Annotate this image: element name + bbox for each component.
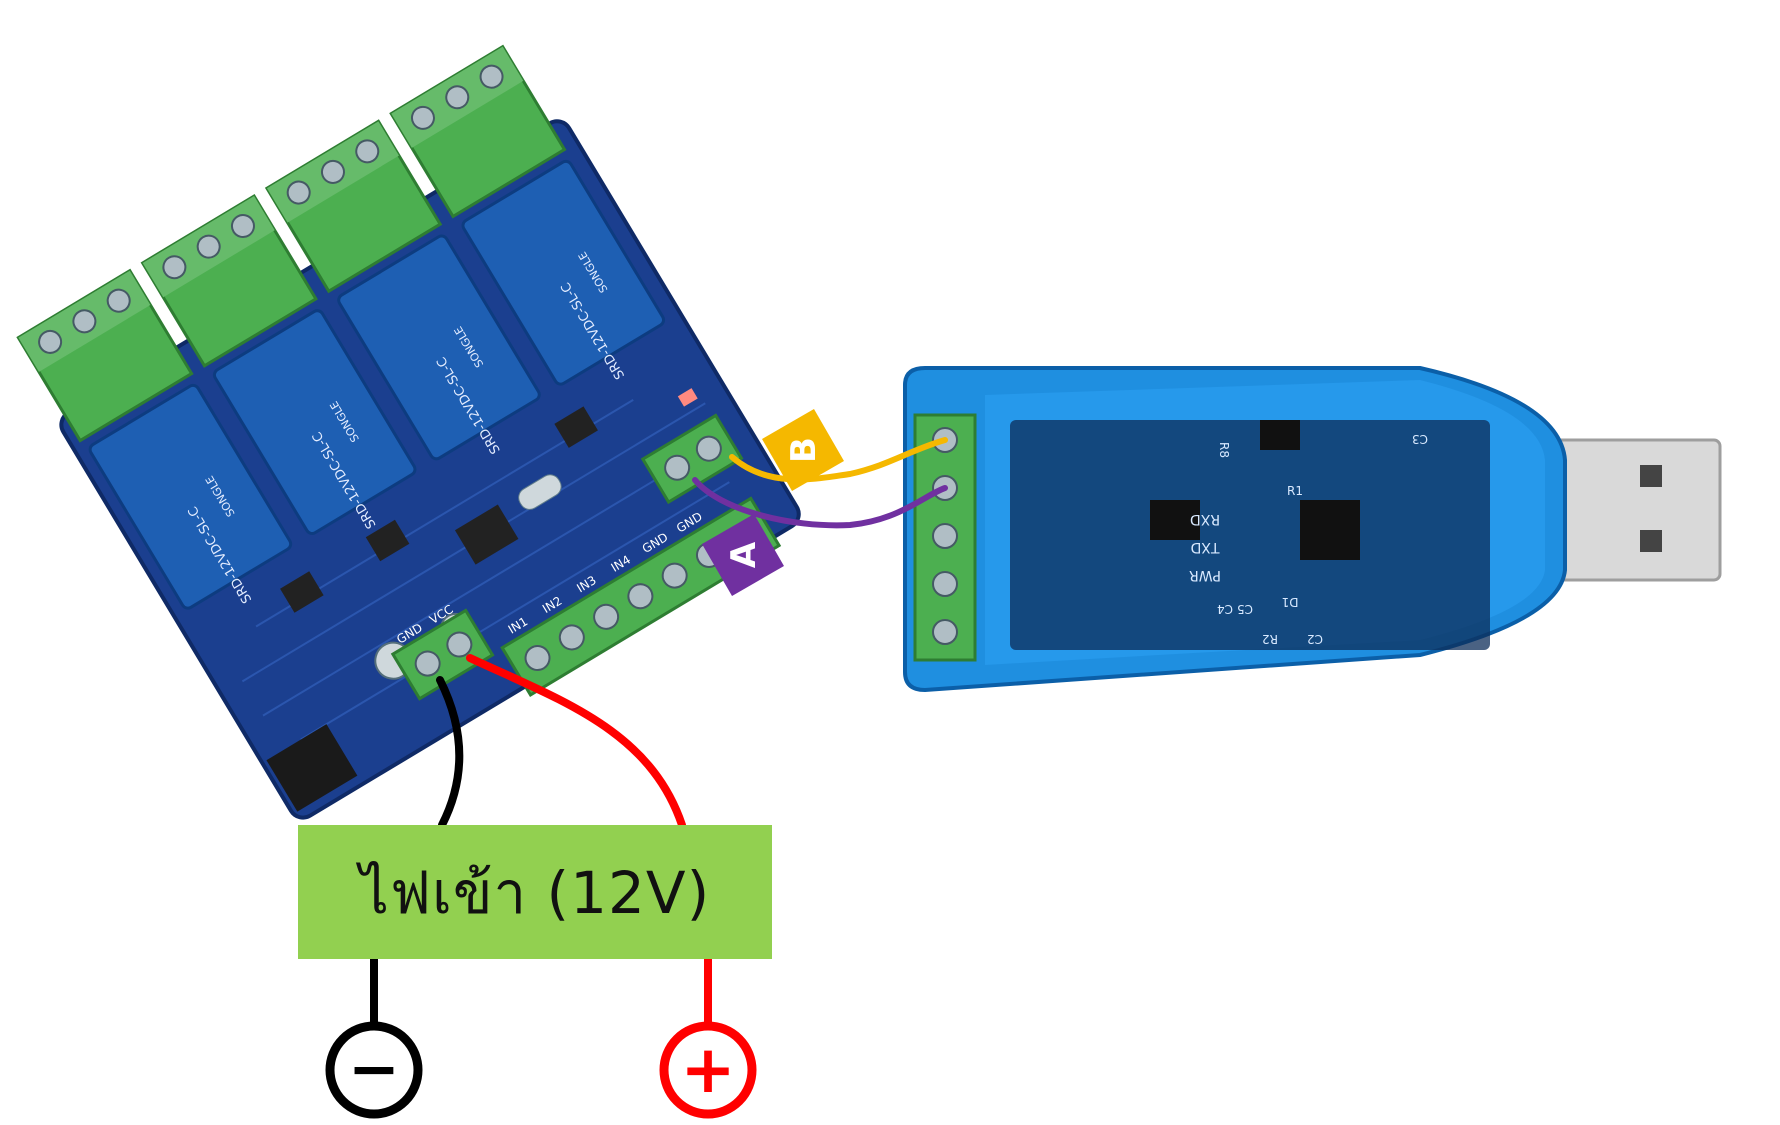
wire-positive — [466, 654, 686, 829]
converter-terminal-5 — [932, 619, 958, 645]
relay-board: SRD-12VDC-SL-C SONGLE SRD-12VDC-SL-C SON… — [16, 44, 801, 820]
microcontroller-chip — [454, 504, 519, 565]
silk-c3: C3 — [1412, 432, 1428, 446]
silk-rxd: RXD — [1190, 511, 1220, 527]
relay-1: SRD-12VDC-SL-C SONGLE — [88, 383, 293, 610]
positive-terminal-symbol: + — [659, 1021, 757, 1119]
usb-rs485-converter: RXD TXD PWR R1 R2 C2 C3 C4 C5 D1 R8 — [903, 366, 1722, 693]
output-terminal-1 — [16, 268, 194, 443]
silk-r1: R1 — [1287, 484, 1303, 498]
wire-b — [729, 437, 948, 483]
relay-4: SRD-12VDC-SL-C SONGLE — [461, 159, 666, 386]
negative-terminal-symbol: − — [325, 1021, 423, 1119]
silk-txd: TXD — [1191, 539, 1221, 555]
tag-b: B — [762, 409, 844, 491]
power-input-label: ไฟเข้า (12V) — [359, 858, 711, 927]
dc-jack — [266, 724, 358, 812]
silk-c2: C2 — [1307, 632, 1323, 646]
output-terminal-3 — [264, 119, 443, 294]
converter-terminal-3 — [932, 523, 958, 549]
tag-a: A — [702, 514, 784, 596]
relays: SRD-12VDC-SL-C SONGLE SRD-12VDC-SL-C SON… — [88, 159, 666, 610]
silk-r8: R8 — [1217, 442, 1231, 458]
relay-3: SRD-12VDC-SL-C SONGLE — [337, 234, 541, 461]
output-terminal-2 — [140, 193, 318, 368]
gnd-screw — [414, 650, 441, 677]
wire-negative — [436, 676, 464, 829]
converter-terminal-4 — [932, 571, 958, 597]
relay-2: SRD-12VDC-SL-C SONGLE — [212, 309, 417, 535]
relay-rs485-terminal — [640, 413, 744, 505]
silk-d1: D1 — [1282, 595, 1299, 609]
converter-terminal-block — [913, 413, 977, 662]
driver-chip-2 — [365, 519, 410, 562]
converter-pcb — [1010, 420, 1490, 650]
driver-chip-3 — [554, 406, 598, 448]
wire-a — [692, 477, 948, 529]
vcc-screw — [446, 631, 473, 658]
driver-chip-1 — [280, 571, 324, 613]
positive-symbol-text: + — [680, 1031, 735, 1108]
reset-button — [677, 388, 698, 407]
output-terminal-4 — [389, 44, 567, 219]
silk-c4: C4 — [1217, 602, 1233, 616]
tag-b-label: B — [784, 437, 824, 463]
power-input-box: ไฟเข้า (12V) — [298, 825, 772, 959]
silk-pwr: PWR — [1189, 567, 1221, 583]
silk-r2: R2 — [1262, 632, 1278, 646]
relay-terminal-b — [695, 435, 722, 462]
silk-c5: C5 — [1237, 602, 1253, 616]
usb-plug — [1548, 438, 1722, 582]
relay-output-terminals — [16, 44, 567, 443]
crystal — [518, 474, 562, 510]
power-terminal: GND VCC — [390, 602, 495, 701]
converter-chips — [1150, 420, 1360, 560]
negative-symbol-text: − — [348, 1032, 400, 1105]
relay-terminal-a — [664, 454, 691, 481]
tag-a-label: A — [724, 541, 764, 568]
